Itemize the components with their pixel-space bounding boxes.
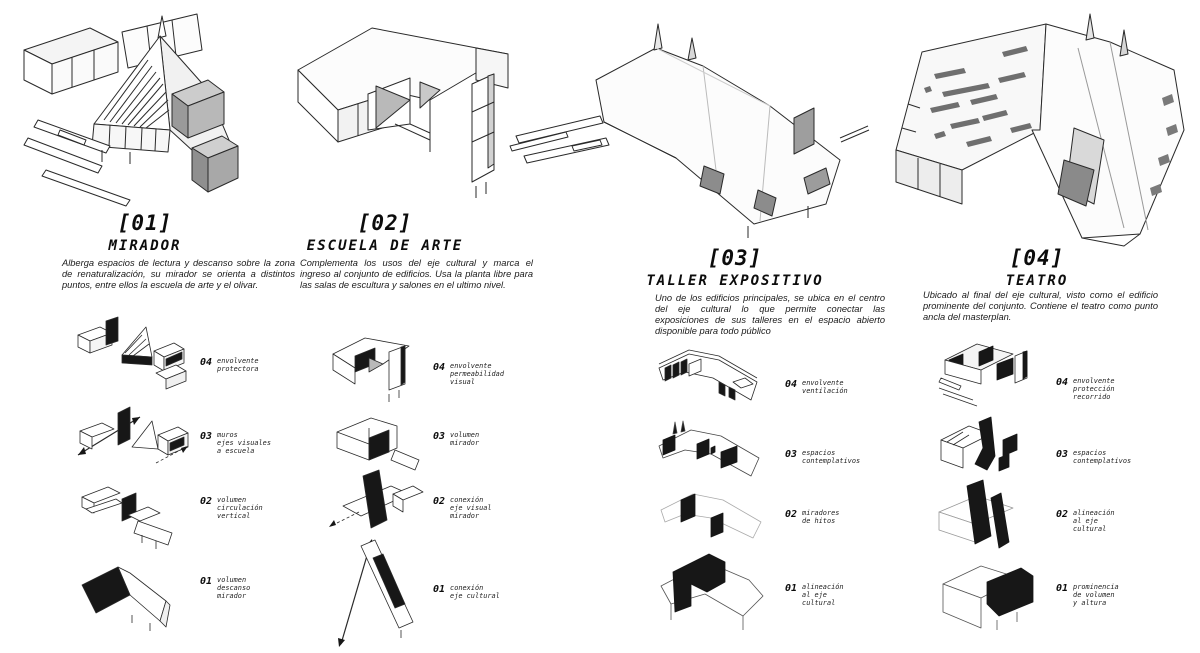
taller-layer-01-label: 01 alineación al eje cultural <box>785 583 844 607</box>
mirador-heading: [01] MIRADOR <box>40 211 250 255</box>
mirador-layer-01-label: 01 volumen descanso mirador <box>200 576 251 600</box>
escuela-layer-02-diagram <box>329 468 431 538</box>
taller-layer-03-diagram <box>645 412 780 484</box>
escuela-heading: [02] ESCUELA DE ARTE <box>280 211 490 255</box>
teatro-layer-03-diagram <box>933 412 1045 486</box>
escuela-layer-03-diagram <box>325 406 431 478</box>
mirador-layer-04-diagram <box>72 315 197 397</box>
taller-layer-02-label: 02 miradores de hitos <box>785 509 840 525</box>
taller-axonometric <box>508 18 870 253</box>
escuela-layer-04-diagram <box>325 328 431 408</box>
mirador-title: MIRADOR <box>108 238 182 254</box>
mirador-layer-04-label: 04 envolvente protectora <box>200 357 259 373</box>
taller-layer-04-label: 04 envolvente ventilación <box>785 379 848 395</box>
mirador-description: Alberga espacios de lectura y descanso s… <box>62 258 295 291</box>
taller-layer-04-diagram <box>645 338 780 416</box>
mirador-layer-02-label: 02 volumen circulación vertical <box>200 496 263 520</box>
mirador-number: [01] <box>117 211 173 235</box>
teatro-layer-04-label: 04 envolvente protección recorrido <box>1056 377 1115 401</box>
mirador-layer-01-diagram <box>72 557 197 642</box>
escuela-layer-03-label: 03 volumen mirador <box>433 431 480 447</box>
teatro-layer-02-label: 02 alineación al eje cultural <box>1056 509 1115 533</box>
teatro-layer-04-diagram <box>933 332 1045 414</box>
teatro-layer-01-label: 01 prominencia de volumen y altura <box>1056 583 1119 607</box>
taller-title: TALLER EXPOSITIVO <box>646 273 824 289</box>
teatro-heading: [04] TEATRO <box>932 246 1142 290</box>
taller-layer-01-diagram <box>645 542 780 642</box>
mirador-layer-02-diagram <box>72 479 197 557</box>
teatro-description: Ubicado al final del eje cultural, visto… <box>923 290 1158 323</box>
teatro-layer-01-diagram <box>933 552 1045 644</box>
teatro-layer-03-label: 03 espacios contemplativos <box>1056 449 1132 465</box>
taller-heading: [03] TALLER EXPOSITIVO <box>630 246 840 290</box>
escuela-layer-01-diagram <box>338 539 431 647</box>
teatro-number: [04] <box>1009 246 1065 270</box>
taller-description: Uno de los edificios principales, se ubi… <box>655 293 885 337</box>
escuela-description: Complementa los usos del eje cultural y … <box>300 258 533 291</box>
escuela-layer-01-label: 01 conexión eje cultural <box>433 584 500 600</box>
taller-layer-02-diagram <box>645 478 780 544</box>
taller-number: [03] <box>707 246 763 270</box>
escuela-number: [02] <box>357 211 413 235</box>
teatro-axonometric <box>878 8 1200 248</box>
escuela-title: ESCUELA DE ARTE <box>306 238 464 254</box>
mirador-layer-03-diagram <box>72 397 197 479</box>
escuela-layer-04-label: 04 envolvente permeabilidad visual <box>433 362 504 386</box>
mirador-layer-03-label: 03 muros ejes visuales a escuela <box>200 431 271 455</box>
escuela-axonometric <box>280 12 532 212</box>
taller-layer-03-label: 03 espacios contemplativos <box>785 449 861 465</box>
teatro-layer-02-diagram <box>933 478 1045 550</box>
escuela-layer-02-label: 02 conexión eje visual mirador <box>433 496 492 520</box>
mirador-axonometric <box>2 2 270 210</box>
teatro-title: TEATRO <box>1005 273 1069 289</box>
